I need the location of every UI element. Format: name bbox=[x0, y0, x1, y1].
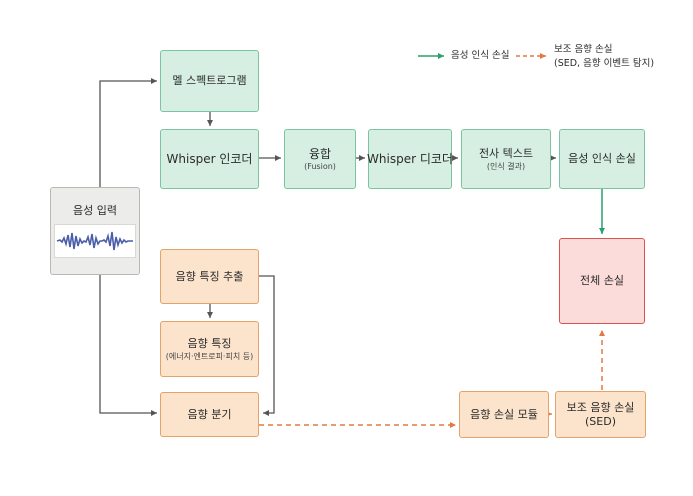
node-feature-extraction-label: 음향 특징 추출 bbox=[175, 269, 244, 283]
node-acoustic-branch: 음향 분기 bbox=[160, 392, 259, 437]
node-feature-extraction: 음향 특징 추출 bbox=[160, 249, 259, 304]
legend-aux-loss-label-1: 보조 음향 손실 bbox=[554, 44, 613, 55]
node-whisper-encoder: Whisper 인코더 bbox=[160, 129, 259, 189]
node-acoustic-loss-module-label: 음향 손실 모듈 bbox=[470, 407, 538, 421]
node-acoustic-loss-module: 음향 손실 모듈 bbox=[459, 391, 549, 438]
node-whisper-decoder: Whisper 디코더 bbox=[367, 129, 453, 189]
node-fusion: 융합 (Fusion) bbox=[284, 129, 356, 189]
node-speech-input-label: 음성 입력 bbox=[73, 204, 117, 217]
node-acoustic-features-label: 음향 특징 bbox=[187, 336, 232, 350]
node-whisper-decoder-label: Whisper 디코더 bbox=[367, 152, 453, 166]
node-acoustic-features: 음향 특징 (에너지·엔트로피·피치 등) bbox=[160, 321, 259, 377]
node-fusion-label: 융합 bbox=[308, 146, 332, 161]
node-mel-spectrogram: 멜 스펙트로그램 bbox=[160, 50, 259, 112]
node-total-loss: 전체 손실 bbox=[559, 238, 645, 324]
node-transcript-label: 전사 텍스트 bbox=[478, 146, 534, 160]
node-asr-loss-label: 음성 인식 손실 bbox=[568, 152, 636, 165]
node-acoustic-branch-label: 음향 분기 bbox=[187, 407, 232, 421]
waveform-icon bbox=[54, 224, 136, 258]
node-speech-input: 음성 입력 bbox=[50, 187, 140, 275]
node-aux-acoustic-loss: 보조 음향 손실 (SED) bbox=[555, 391, 646, 438]
edge-extract-branch bbox=[259, 275, 275, 416]
edge-input-mel bbox=[99, 78, 157, 187]
node-aux-acoustic-loss-sublabel: (SED) bbox=[585, 414, 616, 428]
node-transcript: 전사 텍스트 (인식 결과) bbox=[461, 129, 551, 189]
node-fusion-sublabel: (Fusion) bbox=[304, 161, 336, 171]
edge-input-branch bbox=[99, 275, 157, 416]
node-total-loss-label: 전체 손실 bbox=[580, 274, 624, 287]
node-aux-acoustic-loss-label: 보조 음향 손실 bbox=[566, 400, 635, 414]
legend-aux-loss-label-2: (SED, 음향 이벤트 탐지) bbox=[554, 58, 655, 69]
node-mel-spectrogram-label: 멜 스펙트로그램 bbox=[172, 74, 247, 87]
node-asr-loss: 음성 인식 손실 bbox=[559, 129, 645, 189]
legend-speech-loss-label: 음성 인식 손실 bbox=[451, 50, 510, 61]
node-transcript-sublabel: (인식 결과) bbox=[486, 161, 526, 171]
node-whisper-encoder-label: Whisper 인코더 bbox=[166, 152, 253, 166]
node-acoustic-features-sublabel: (에너지·엔트로피·피치 등) bbox=[165, 351, 254, 361]
